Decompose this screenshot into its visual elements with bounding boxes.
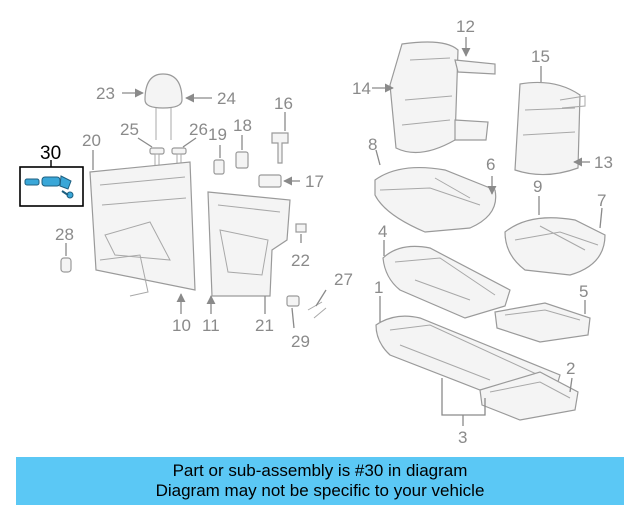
label-5: 5 — [579, 282, 588, 301]
part-30-icon — [24, 175, 74, 199]
label-6: 6 — [486, 155, 495, 174]
label-7: 7 — [597, 191, 606, 210]
label-12: 12 — [456, 17, 475, 36]
cushion-8 — [374, 166, 497, 233]
label-4: 4 — [378, 222, 387, 241]
seatback-12 — [389, 41, 496, 154]
label-24: 24 — [217, 89, 236, 108]
label-30: 30 — [40, 143, 61, 164]
label-17: 17 — [305, 172, 324, 191]
seatback-15 — [514, 81, 586, 176]
parts-diagram: 30 23 24 25 26 19 18 16 17 20 28 10 11 2… — [19, 17, 613, 447]
seatback-panel-right — [207, 191, 291, 297]
banner-line-2: Diagram may not be specific to your vehi… — [155, 481, 485, 500]
label-20: 20 — [82, 131, 101, 150]
frame-2 — [479, 371, 579, 421]
label-21: 21 — [255, 316, 274, 335]
label-27: 27 — [334, 270, 353, 289]
label-19: 19 — [208, 125, 227, 144]
label-22: 22 — [291, 251, 310, 270]
label-14: 14 — [352, 79, 371, 98]
label-29: 29 — [291, 332, 310, 351]
label-11: 11 — [202, 316, 220, 335]
label-3: 3 — [458, 428, 467, 447]
label-15: 15 — [531, 47, 550, 66]
headrest-part — [144, 73, 183, 140]
seatback-panel-left — [89, 161, 196, 297]
info-banner: Part or sub-assembly is #30 in diagram D… — [16, 457, 624, 505]
label-10: 10 — [172, 316, 191, 335]
label-25: 25 — [120, 120, 139, 139]
small-parts — [213, 132, 307, 233]
label-1: 1 — [374, 278, 383, 297]
label-26: 26 — [189, 120, 208, 139]
bracket-3 — [441, 378, 486, 426]
label-18: 18 — [233, 116, 252, 135]
panel-5 — [494, 302, 591, 343]
label-28: 28 — [55, 225, 74, 244]
label-23: 23 — [96, 84, 115, 103]
label-13: 13 — [594, 153, 613, 172]
clip-part — [60, 257, 72, 273]
label-8: 8 — [368, 135, 377, 154]
bolt-parts — [286, 295, 327, 319]
label-9: 9 — [533, 177, 542, 196]
part-30-group[interactable] — [19, 160, 84, 207]
label-16: 16 — [274, 94, 293, 113]
cushion-9 — [504, 217, 606, 276]
banner-line-1: Part or sub-assembly is #30 in diagram — [172, 461, 468, 480]
frame-4 — [382, 245, 511, 319]
label-2: 2 — [566, 359, 575, 378]
